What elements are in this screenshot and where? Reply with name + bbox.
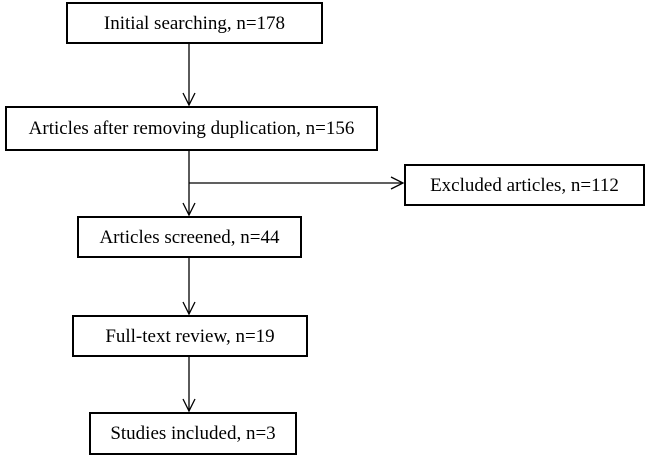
after-dedup-label: Articles after removing duplication, n=1… <box>28 118 355 139</box>
initial-search-label: Initial searching, n=178 <box>103 12 286 34</box>
full-text-box: Full-text review, n=19 <box>72 315 308 357</box>
initial-search-box: Initial searching, n=178 <box>66 2 323 44</box>
included-label: Studies included, n=3 <box>110 423 276 444</box>
included-box: Studies included, n=3 <box>89 412 297 455</box>
excluded-label: Excluded articles, n=112 <box>430 174 619 196</box>
arrowhead-excluded <box>390 176 405 190</box>
after-dedup-box: Articles after removing duplication, n=1… <box>5 106 378 151</box>
excluded-box: Excluded articles, n=112 <box>404 164 645 206</box>
screened-label: Articles screened, n=44 <box>99 226 280 248</box>
full-text-label: Full-text review, n=19 <box>105 325 275 347</box>
arrowhead-included <box>182 398 196 413</box>
arrowhead-screened <box>182 202 196 217</box>
screened-box: Articles screened, n=44 <box>77 216 302 258</box>
arrowhead-fulltext <box>182 301 196 316</box>
arrowhead-dedup <box>182 92 196 107</box>
